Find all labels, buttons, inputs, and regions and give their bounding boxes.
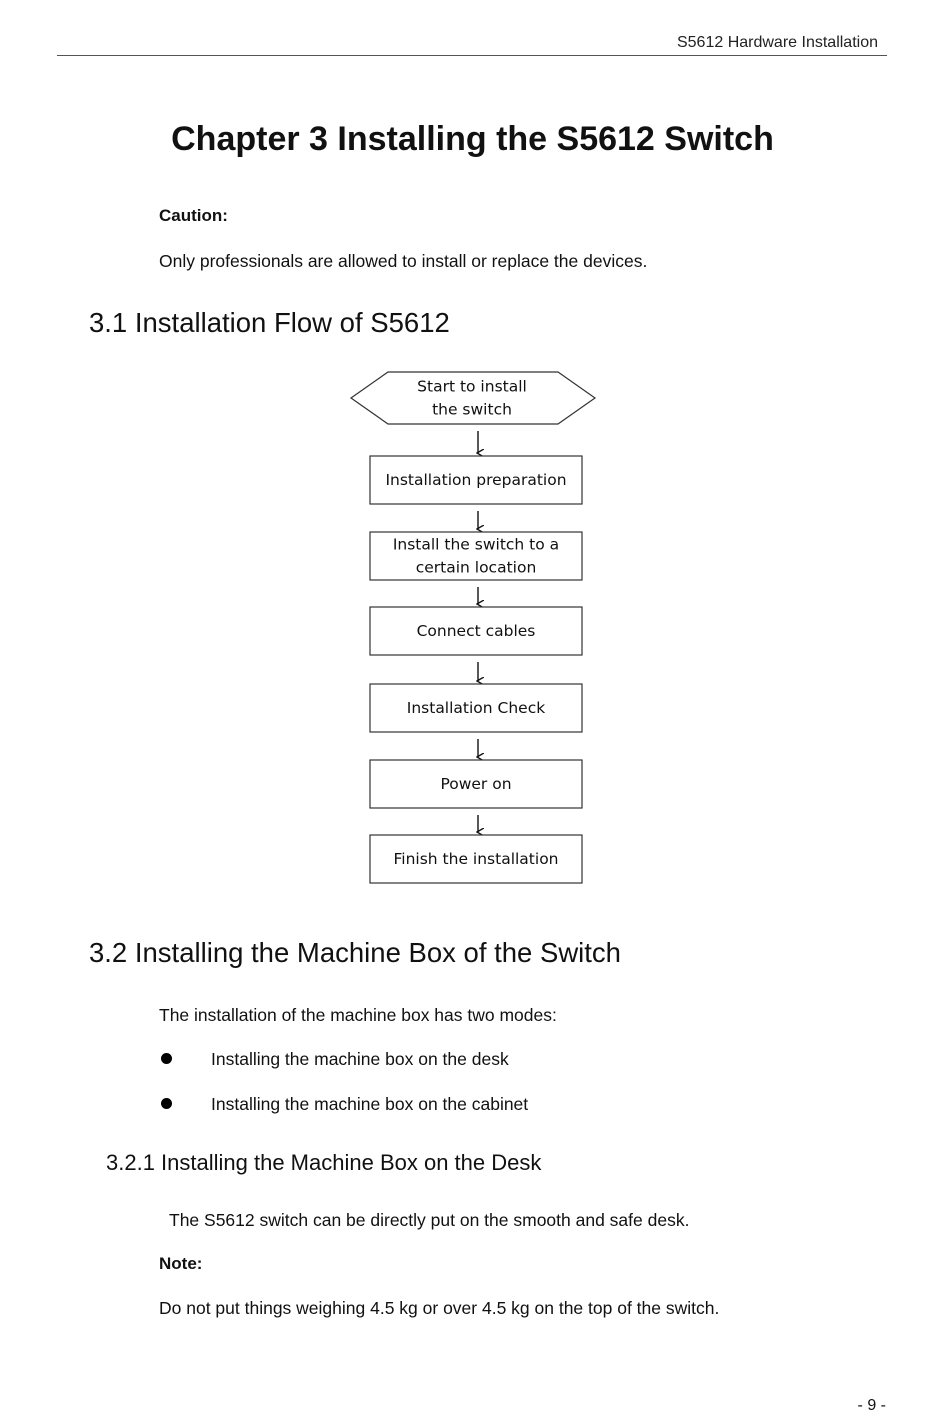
flow-step-label: certain location	[416, 559, 537, 577]
flow-step-box	[369, 683, 583, 733]
flow-step-label: Finish the installation	[394, 850, 559, 868]
flow-step-box	[369, 531, 583, 581]
flow-start-label: Start to install	[417, 378, 527, 396]
bullet-dot	[161, 1053, 172, 1064]
flow-start-terminator	[349, 371, 597, 425]
section-3-2-1-text: The S5612 switch can be directly put on …	[169, 1210, 690, 1230]
caution-label: Caution:	[159, 206, 228, 225]
caution-text: Only professionals are allowed to instal…	[159, 251, 648, 271]
flow-step-label: Connect cables	[417, 622, 536, 640]
flow-start-label: the switch	[432, 401, 512, 419]
header-rule	[57, 55, 887, 56]
chapter-title: Chapter 3 Installing the S5612 Switch	[171, 120, 774, 158]
section-3-2-heading: 3.2 Installing the Machine Box of the Sw…	[89, 937, 621, 968]
section-3-2-1-heading: 3.2.1 Installing the Machine Box on the …	[106, 1150, 542, 1175]
note-label: Note:	[159, 1254, 203, 1273]
flow-step-box	[369, 834, 583, 884]
flow-step-box	[369, 606, 583, 656]
bullet-item: Installing the machine box on the cabine…	[211, 1094, 529, 1114]
flow-step-label: Install the switch to a	[393, 536, 559, 554]
flow-step-label: Installation preparation	[385, 471, 566, 489]
bullet-dot	[161, 1098, 172, 1109]
flow-step-label: Installation Check	[407, 699, 545, 717]
flow-step-box	[369, 759, 583, 809]
page-number: - 9 -	[857, 1397, 886, 1414]
flow-step-label: Power on	[440, 775, 511, 793]
running-header: S5612 Hardware Installation	[676, 34, 878, 51]
bullet-item: Installing the machine box on the desk	[211, 1049, 509, 1069]
flow-step-box	[369, 455, 583, 505]
section-3-1-heading: 3.1 Installation Flow of S5612	[89, 307, 450, 338]
note-text: Do not put things weighing 4.5 kg or ove…	[159, 1298, 720, 1318]
section-3-2-intro: The installation of the machine box has …	[159, 1005, 557, 1025]
